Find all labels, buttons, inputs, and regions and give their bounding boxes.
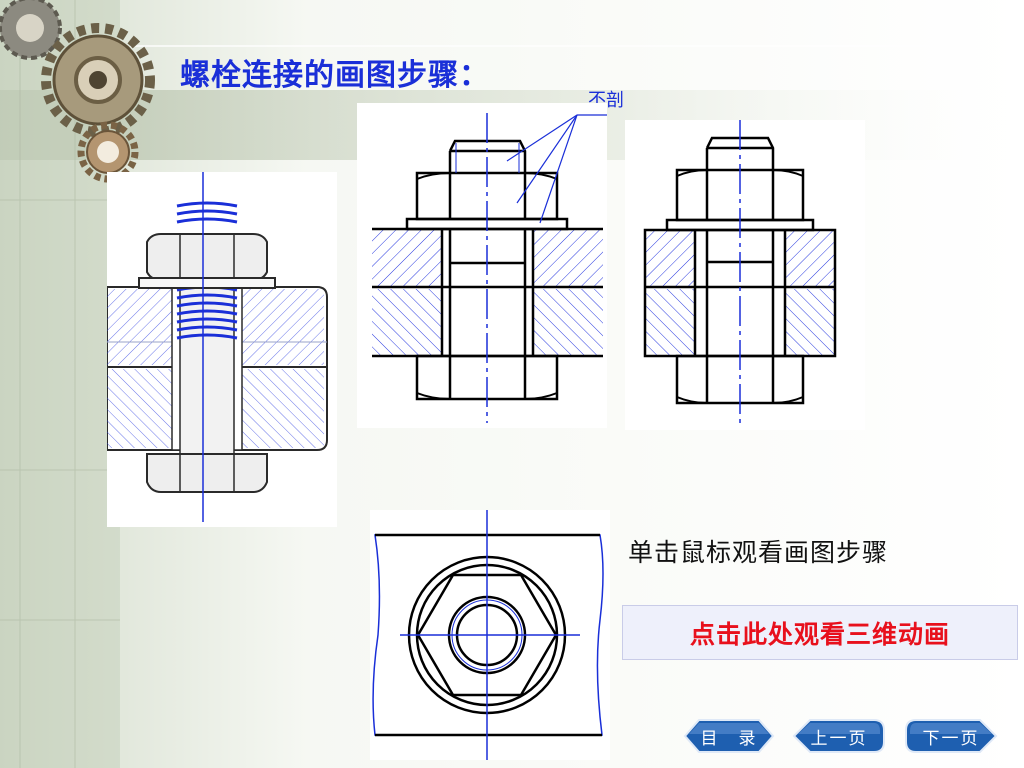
bolt-front-view-step — [625, 120, 865, 430]
bolt-section-illustration — [107, 172, 337, 527]
gear-icon — [41, 23, 155, 137]
toc-button[interactable]: 目 录 — [683, 717, 775, 755]
bolt-top-view — [370, 510, 610, 760]
view-3d-animation-label: 点击此处观看三维动画 — [689, 619, 950, 649]
arrow-left-icon — [792, 719, 885, 753]
gear-icon — [0, 0, 62, 60]
arrow-shape-icon — [683, 719, 775, 753]
bolt-front-view-section — [357, 103, 607, 428]
slide-title: 螺栓连接的画图步骤： — [180, 58, 490, 93]
next-page-button[interactable]: 下一页 — [904, 717, 998, 755]
view-3d-animation-button[interactable]: 点击此处观看三维动画 — [622, 605, 1018, 660]
gear-decoration — [0, 0, 155, 183]
prev-page-button[interactable]: 上一页 — [792, 717, 886, 755]
arrow-right-icon — [905, 719, 998, 753]
gear-icon — [77, 121, 139, 183]
click-hint-text: 单击鼠标观看画图步骤 — [628, 538, 889, 567]
